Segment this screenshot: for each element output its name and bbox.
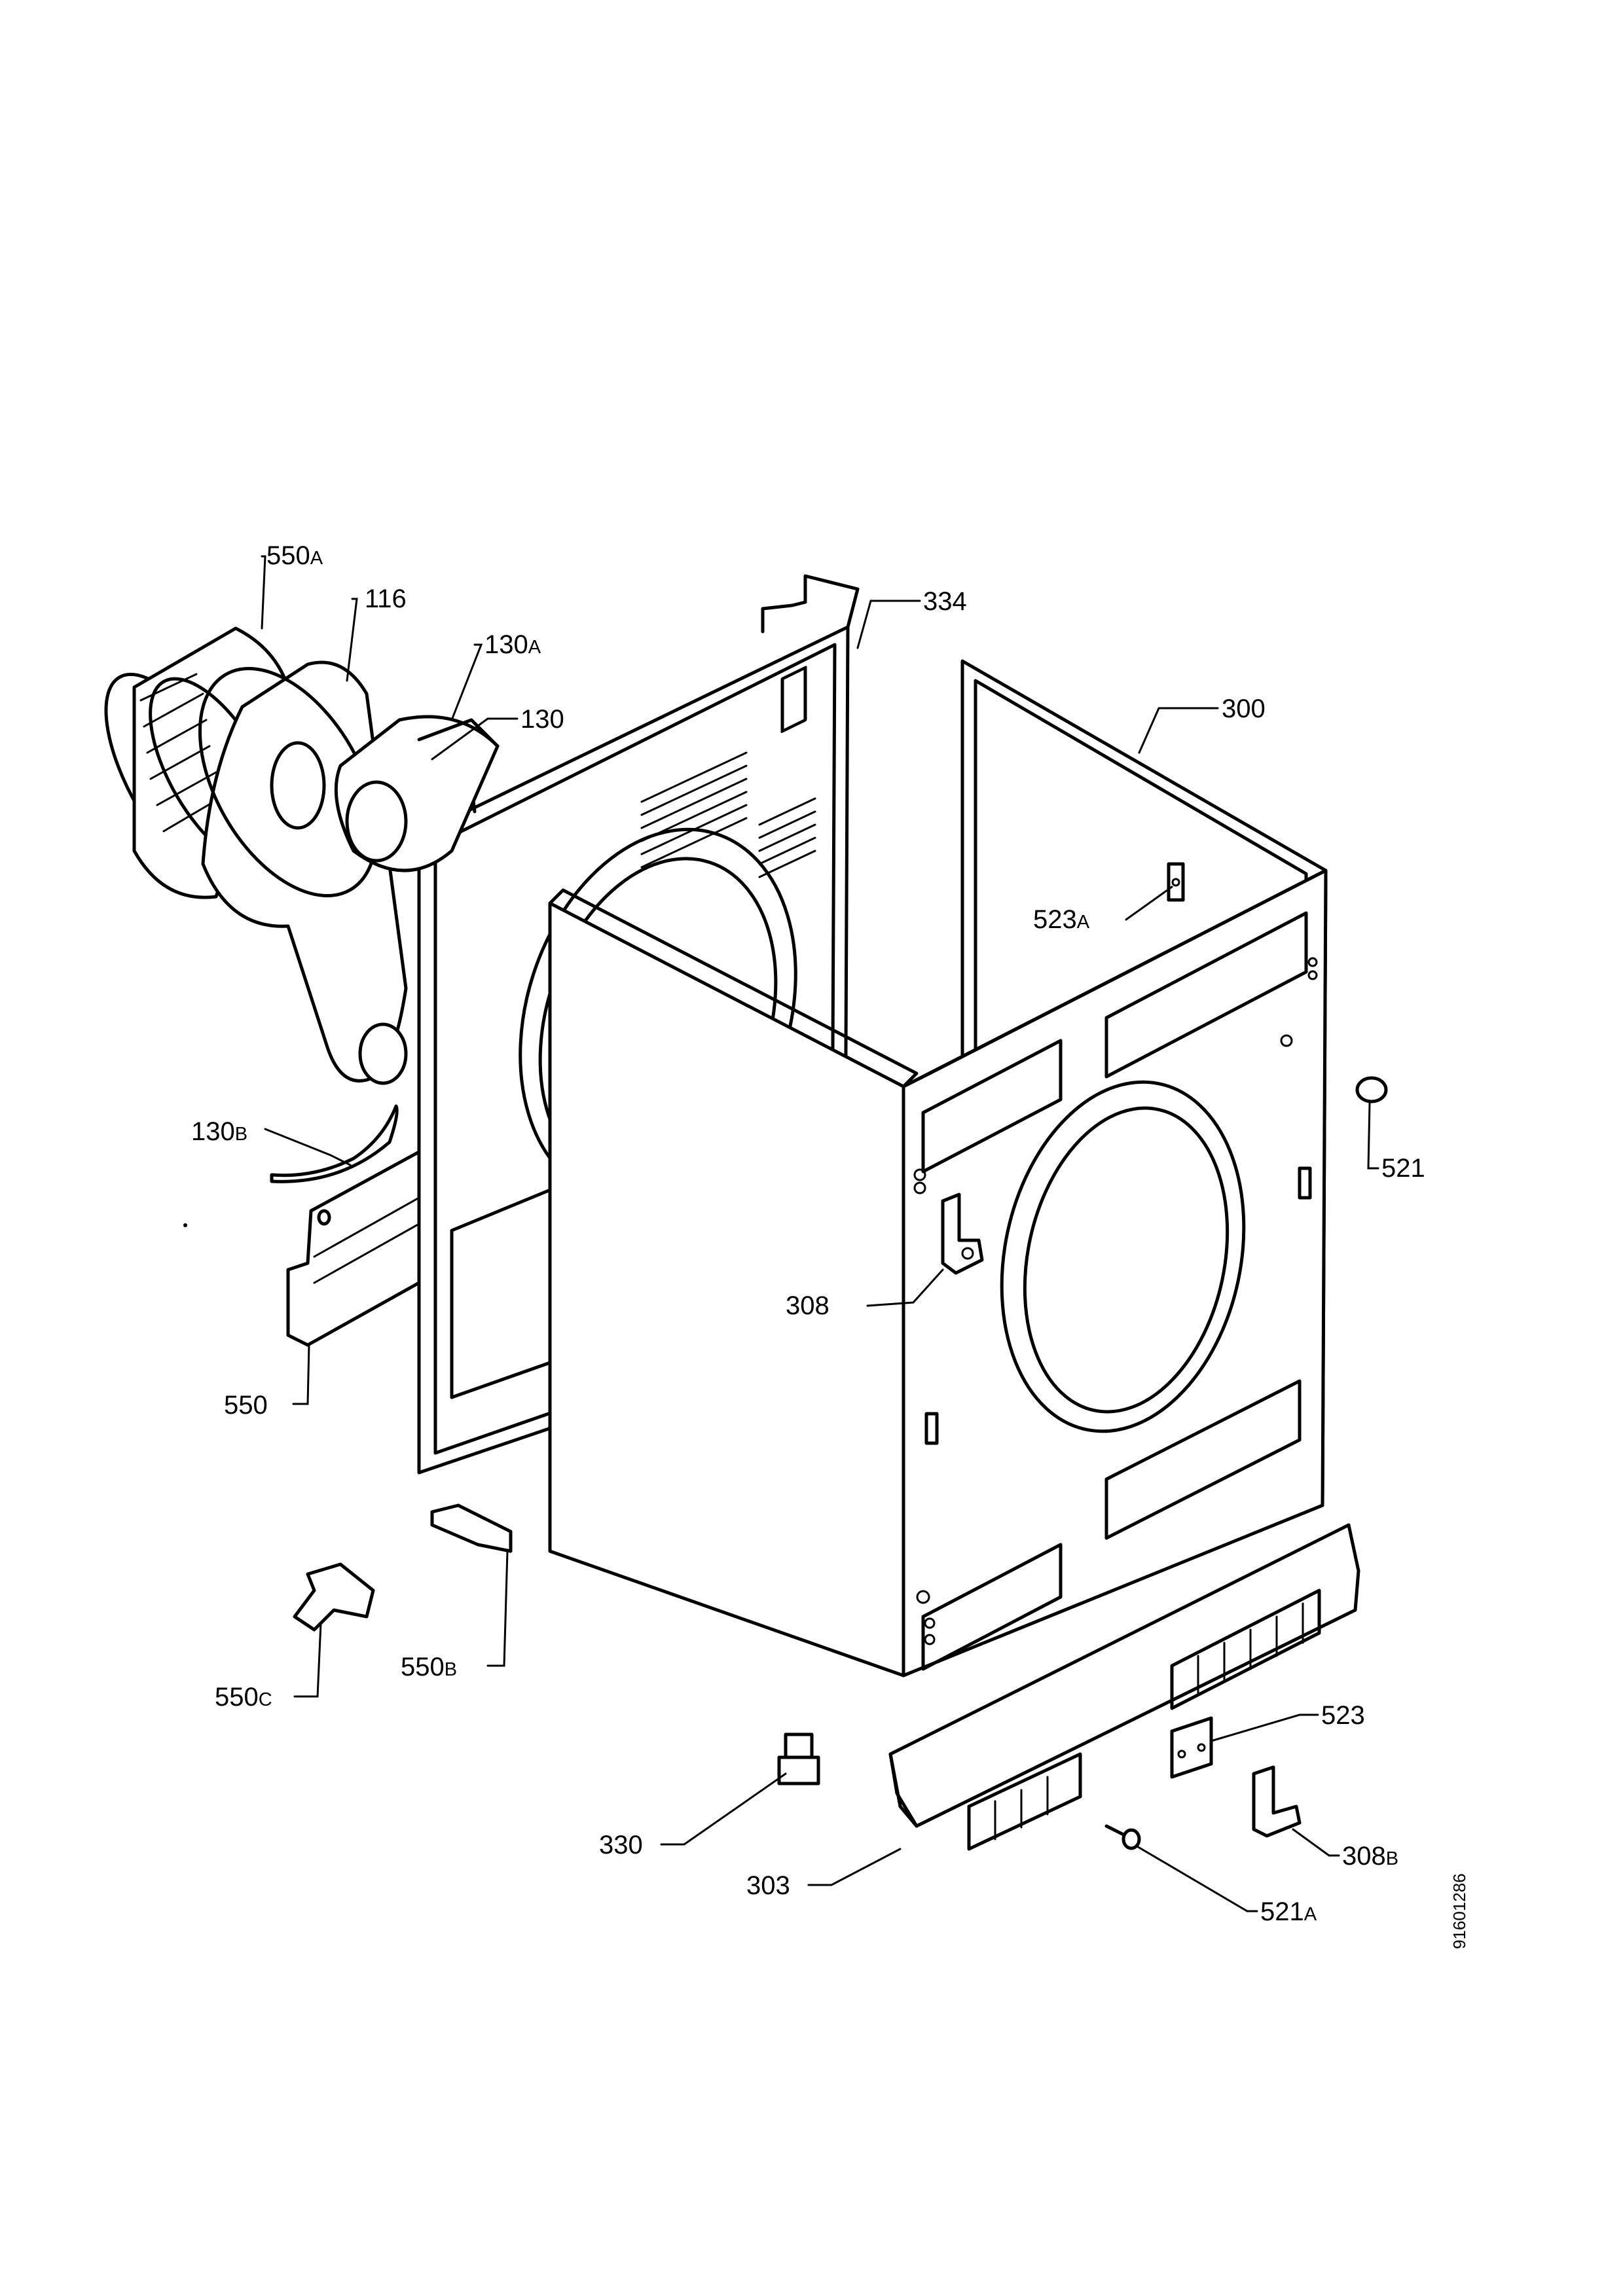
bracket-308: [941, 1193, 984, 1275]
callout-523a: 523A: [1033, 905, 1090, 934]
plinth-303: [888, 1523, 1360, 1851]
latch-550b: [430, 1503, 513, 1553]
foot-330: [777, 1732, 820, 1785]
front-panel: [548, 888, 919, 1677]
drawing-code: 91601286: [1450, 1873, 1469, 1949]
callout-330: 330: [599, 1831, 643, 1859]
callout-550c: 550C: [215, 1683, 272, 1712]
callout-308b: 308B: [1342, 1842, 1398, 1871]
callout-308: 308: [786, 1291, 830, 1320]
stray-dot: [183, 1223, 187, 1227]
callout-550: 550: [224, 1391, 268, 1420]
callout-303: 303: [746, 1871, 790, 1900]
callout-116: 116: [365, 584, 407, 613]
callout-334: 334: [923, 587, 967, 616]
callout-130b: 130B: [191, 1117, 247, 1146]
plate-523: [1170, 1716, 1213, 1779]
callout-300: 300: [1222, 694, 1266, 723]
callout-521: 521: [1381, 1154, 1425, 1183]
callout-523: 523: [1321, 1701, 1365, 1730]
latch-550c: [293, 1562, 375, 1632]
callout-521a: 521A: [1260, 1897, 1317, 1926]
bracket-308b: [1252, 1765, 1302, 1838]
leader-lines: [261, 555, 1379, 1912]
cabinet-side: [902, 869, 1328, 1677]
clip-523a: [1167, 862, 1185, 902]
callout-130: 130: [520, 705, 564, 734]
filter-assembly: [104, 626, 500, 1085]
callout-550a: 550A: [266, 541, 323, 570]
housing-side-550: [286, 1150, 421, 1347]
screw-521a: [1104, 1824, 1141, 1850]
gasket-130b: [270, 1104, 399, 1183]
foot-cap-521: [1355, 1076, 1388, 1103]
callout-130a: 130A: [484, 630, 541, 659]
callout-labels: 550A 116 130A 130 334 300 523A 521 130B …: [191, 541, 1425, 1926]
callout-550b: 550B: [401, 1653, 457, 1681]
